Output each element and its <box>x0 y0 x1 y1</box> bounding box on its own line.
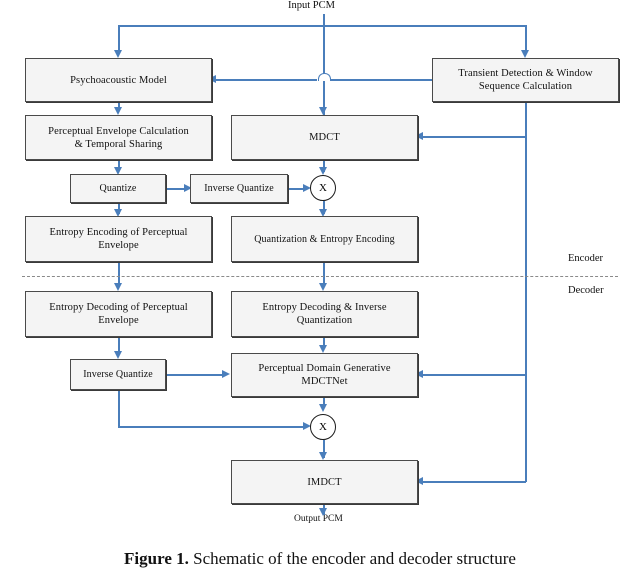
node-perceptual-envelope[interactable]: Perceptual Envelope Calculation & Tempor… <box>25 115 212 160</box>
connector-input-to-psychoacoustic <box>118 25 120 52</box>
arrow-entropyenc-to-entropydec <box>113 283 122 291</box>
node-inverse-quantize-encoder-label: Inverse Quantize <box>204 183 274 194</box>
node-entropy-encoding-envelope-label: Entropy Encoding of Perceptual Envelope <box>49 227 188 251</box>
decoder-label: Decoder <box>568 285 604 296</box>
arrow-transient-to-psychoacoustic <box>208 75 216 83</box>
connector-input-to-transient <box>525 25 527 52</box>
arrow-invquant-to-mdctnet <box>222 370 230 378</box>
node-entropy-decoding-inverse-quantization[interactable]: Entropy Decoding & Inverse Quantization <box>231 291 418 337</box>
figure-caption-number: Figure 1. <box>124 549 189 568</box>
node-multiplier-decoder-label: X <box>319 421 327 433</box>
node-entropy-encoding-envelope[interactable]: Entropy Encoding of Perceptual Envelope <box>25 216 212 262</box>
connector-multiply-to-quantent <box>323 201 325 214</box>
connector-transient-trunk <box>525 101 527 376</box>
arrow-transient-to-mdct <box>415 132 423 140</box>
node-mdctnet-label: Perceptual Domain Generative MDCTNet <box>258 363 391 387</box>
node-mdct[interactable]: MDCT <box>231 115 418 160</box>
arrow-input-to-psychoacoustic <box>113 50 122 58</box>
node-entropy-decoding-envelope[interactable]: Entropy Decoding of Perceptual Envelope <box>25 291 212 337</box>
node-multiplier-decoder[interactable]: X <box>310 414 336 440</box>
connector-entropyenc-to-entropydec <box>118 262 120 284</box>
arrow-quantent-to-entropydecinv <box>318 283 327 291</box>
node-imdct[interactable]: IMDCT <box>231 460 418 504</box>
connector-to-imdct <box>419 481 526 483</box>
connector-mdct-to-multiply <box>323 160 325 172</box>
arrow-multiply-dec-to-imdct <box>318 452 327 460</box>
node-inverse-quantize-encoder[interactable]: Inverse Quantize <box>190 174 288 203</box>
connector-entropydec-to-invquant <box>118 337 120 353</box>
connector-input-branch <box>118 25 527 27</box>
connector-input-trunk <box>323 14 325 116</box>
connector-transient-to-mdct <box>419 136 526 138</box>
node-perceptual-envelope-label: Perceptual Envelope Calculation & Tempor… <box>48 125 189 150</box>
arrow-quantize-to-invquantize <box>184 184 192 192</box>
node-transient-detection-label: Transient Detection & Window Sequence Ca… <box>458 68 593 92</box>
arrow-input-to-mdct <box>318 107 327 115</box>
node-multiplier-encoder-label: X <box>319 182 327 194</box>
arrow-to-imdct <box>415 477 423 485</box>
node-transient-detection[interactable]: Transient Detection & Window Sequence Ca… <box>432 58 619 102</box>
arrow-quantize-to-entropyenc <box>113 209 122 217</box>
arrow-envelope-to-quantize <box>113 167 122 175</box>
node-mdct-label: MDCT <box>309 132 340 143</box>
connector-quantize-to-entropyenc <box>118 203 120 214</box>
arrow-entropydec-to-invquant <box>113 351 122 359</box>
hop-mask <box>317 74 330 81</box>
node-inverse-quantize-decoder-label: Inverse Quantize <box>83 369 153 380</box>
arrow-transient-to-mdctnet <box>415 370 423 378</box>
node-quantization-entropy-encoding[interactable]: Quantization & Entropy Encoding <box>231 216 418 262</box>
node-entropy-decoding-envelope-label: Entropy Decoding of Perceptual Envelope <box>49 302 188 326</box>
arrow-imdct-to-output <box>318 508 327 516</box>
connector-hop-icon <box>317 73 331 81</box>
output-pcm-label: Output PCM <box>294 514 343 524</box>
connector-entropydecinv-to-mdctnet <box>323 337 325 347</box>
arrow-mdct-to-multiply <box>318 167 327 175</box>
arrow-invquant-to-multiply-dec <box>303 422 311 430</box>
arrow-psychoacoustic-to-envelope <box>113 107 122 115</box>
node-quantization-entropy-encoding-label: Quantization & Entropy Encoding <box>254 233 395 245</box>
encoder-decoder-divider <box>22 276 618 277</box>
connector-invquant-to-mdctnet <box>166 374 224 376</box>
connector-quantize-to-invquantize <box>166 188 186 190</box>
node-psychoacoustic-model[interactable]: Psychoacoustic Model <box>25 58 212 102</box>
connector-multiply-dec-to-imdct <box>323 440 325 458</box>
figure-caption: Figure 1. Schematic of the encoder and d… <box>0 549 640 568</box>
node-multiplier-encoder[interactable]: X <box>310 175 336 201</box>
connector-invquant-down <box>118 390 120 428</box>
arrow-entropydecinv-to-mdctnet <box>318 345 327 353</box>
arrow-input-to-transient <box>520 50 529 58</box>
connector-quantent-to-entropydecinv <box>323 262 325 284</box>
arrow-invquantize-to-multiply <box>303 184 311 192</box>
encoder-label: Encoder <box>568 253 603 264</box>
node-imdct-label: IMDCT <box>307 476 342 488</box>
connector-transient-to-mdctnet <box>419 374 526 376</box>
connector-mdctnet-to-multiply-dec <box>323 396 325 408</box>
input-pcm-label: Input PCM <box>288 0 335 11</box>
node-quantize[interactable]: Quantize <box>70 174 166 203</box>
node-quantize-label: Quantize <box>99 183 137 194</box>
node-mdctnet[interactable]: Perceptual Domain Generative MDCTNet <box>231 353 418 397</box>
connector-trunk-to-imdct <box>525 374 527 482</box>
figure-caption-text: Schematic of the encoder and decoder str… <box>193 549 516 568</box>
connector-invquantize-to-multiply <box>288 188 306 190</box>
node-psychoacoustic-model-label: Psychoacoustic Model <box>70 74 167 86</box>
node-entropy-decoding-inverse-quantization-label: Entropy Decoding & Inverse Quantization <box>262 302 387 326</box>
arrow-mdctnet-to-multiply-dec <box>318 404 327 412</box>
node-inverse-quantize-decoder[interactable]: Inverse Quantize <box>70 359 166 390</box>
arrow-multiply-to-quantent <box>318 209 327 217</box>
connector-psychoacoustic-to-envelope <box>118 102 120 111</box>
connector-invquant-to-multiply-dec <box>118 426 306 428</box>
connector-envelope-to-quantize <box>118 160 120 171</box>
